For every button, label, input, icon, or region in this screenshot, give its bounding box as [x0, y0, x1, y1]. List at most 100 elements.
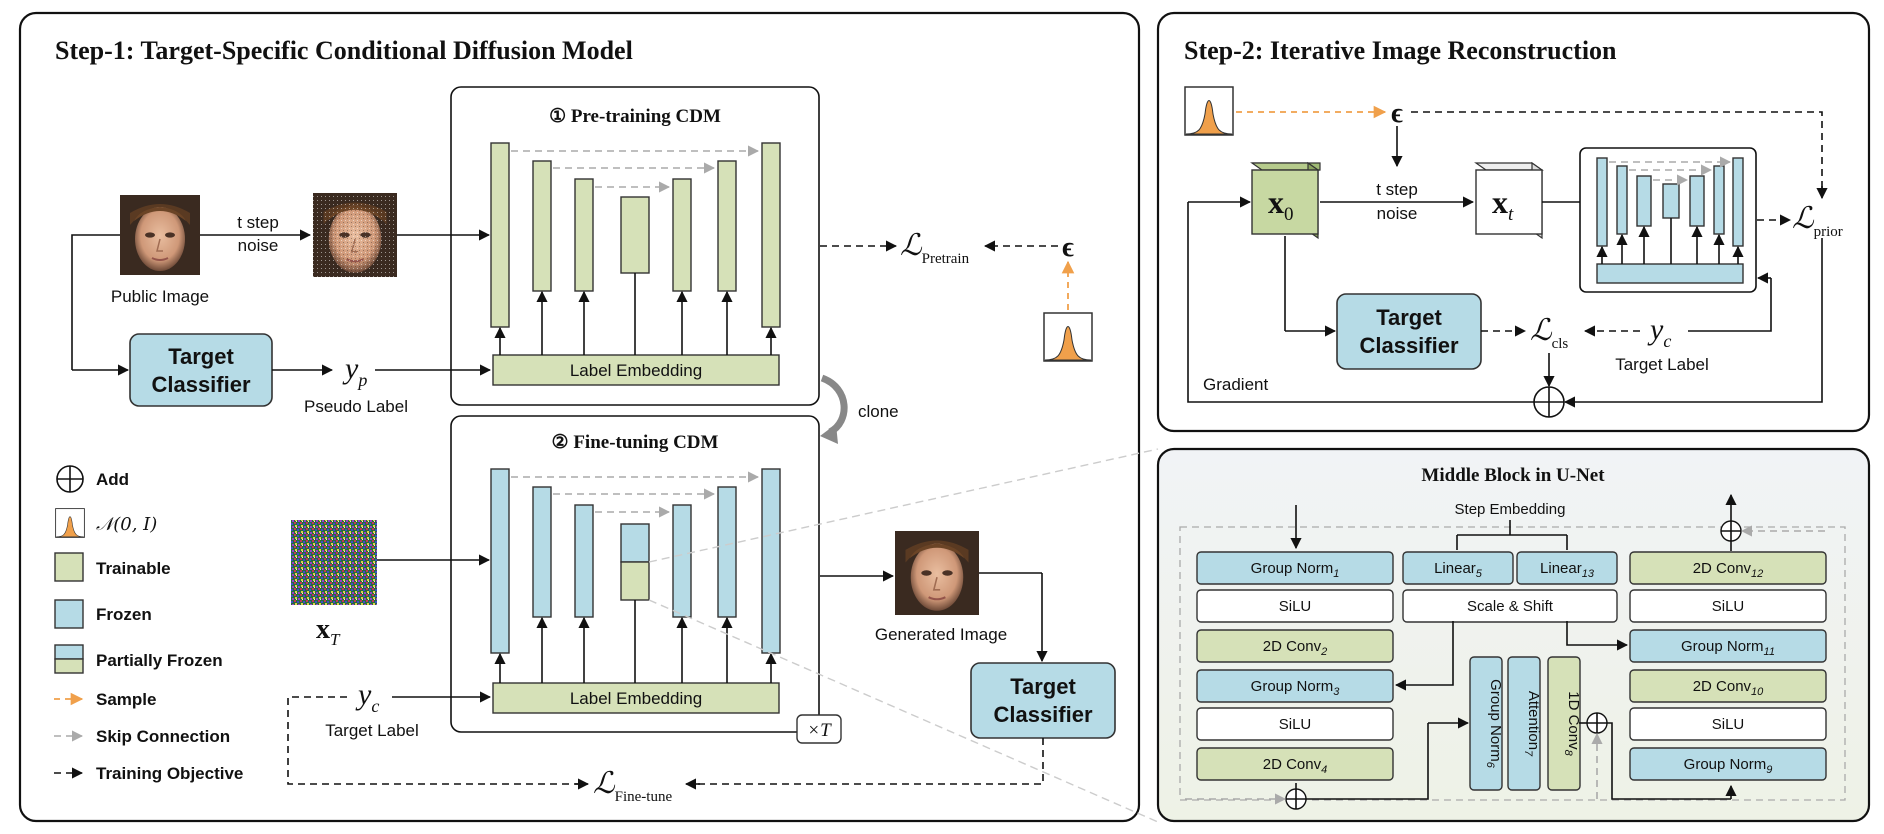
t-step-label: t step: [237, 213, 279, 232]
unet-block: [490, 142, 510, 328]
legend-partial-swatch-top: [54, 644, 84, 660]
unet-block-partial-bottom: [620, 561, 650, 601]
step2-classifier-line2: Classifier: [1359, 333, 1458, 358]
legend-frozen-swatch: [54, 599, 84, 629]
left-5-label: 2D Conv4: [1263, 756, 1327, 776]
linear-a-box: [1402, 551, 1514, 585]
legend: Add 𝒩(0, I) Trainable Frozen Partially F…: [54, 465, 243, 783]
right-2-box: [1629, 629, 1827, 663]
public-image-label: Public Image: [111, 287, 209, 306]
left-2-label: 2D Conv2: [1263, 638, 1327, 658]
middle-block-title: Middle Block in U-Net: [1421, 465, 1605, 486]
right-5-box: [1629, 747, 1827, 781]
step2-title: Step-2: Iterative Image Reconstruction: [1184, 36, 1617, 65]
clone-label: clone: [858, 402, 899, 421]
step2-gaussian: [1184, 86, 1234, 136]
legend-objective: Training Objective: [96, 764, 243, 783]
left-4-box: [1196, 707, 1394, 741]
right-0-label: 2D Conv12: [1693, 560, 1764, 580]
zoom-guide: [648, 448, 1159, 563]
unet-block: [574, 504, 594, 618]
label-embedding-label: Label Embedding: [570, 361, 702, 380]
xT-noise-image: [291, 520, 377, 605]
mini-unet: [1596, 156, 1744, 284]
unet-block: [532, 486, 552, 618]
legend-partial-swatch-bottom: [54, 658, 84, 674]
legend-trainable-swatch: [54, 552, 84, 582]
vertical-0-label: Group Norm6: [1484, 679, 1504, 769]
finetune-unet: Label Embedding: [490, 468, 781, 714]
target-classifier2-line2: Classifier: [993, 702, 1092, 727]
right-5-label: Group Norm9: [1684, 756, 1773, 776]
times-T-label: ×T: [807, 720, 832, 741]
unet-block: [620, 196, 650, 274]
xT-symbol: xT: [316, 614, 341, 649]
step2-target-label: Target Label: [1615, 355, 1709, 374]
legend-normal: 𝒩(0, I): [96, 514, 157, 535]
scale-shift-box: [1402, 589, 1618, 623]
unet-block: [717, 486, 737, 618]
target-classifier2-line1: Target: [1010, 674, 1076, 699]
times-T-box: [796, 714, 842, 744]
right-3-label: 2D Conv10: [1693, 678, 1764, 698]
xt-cube: xt: [1474, 161, 1544, 240]
unet-block: [717, 160, 737, 292]
finetune-title: ② Fine-tuning CDM: [552, 432, 719, 453]
step2-epsilon: ϵ: [1391, 98, 1403, 129]
generated-image: [895, 531, 979, 615]
right-4-box: [1629, 707, 1827, 741]
pretrain-unet: Label Embedding: [490, 142, 781, 386]
linear-a-label: Linear5: [1434, 560, 1483, 580]
linear-b-label: Linear13: [1540, 560, 1595, 580]
legend-frozen: Frozen: [96, 605, 152, 624]
step2-yc: yc: [1647, 313, 1671, 351]
unet-block: [574, 178, 594, 292]
legend-sample: Sample: [96, 690, 156, 709]
label-embedding-label: Label Embedding: [570, 689, 702, 708]
target-label-text: Target Label: [325, 721, 419, 740]
right-2-label: Group Norm11: [1681, 638, 1775, 658]
step2-t-step: t step: [1376, 180, 1418, 199]
step2-classifier-line1: Target: [1376, 305, 1442, 330]
left-0-label: Group Norm1: [1251, 560, 1340, 580]
gaussian-sample: [1043, 312, 1093, 362]
left-2-box: [1196, 629, 1394, 663]
step2-noise: noise: [1377, 204, 1418, 223]
gradient-label: Gradient: [1203, 375, 1268, 394]
pseudo-label-text: Pseudo Label: [304, 397, 408, 416]
right-4-label: SiLU: [1712, 716, 1745, 733]
right-1-box: [1629, 589, 1827, 623]
unet-block: [672, 178, 692, 292]
label-embedding-box: [492, 354, 780, 386]
finetune-loss: ℒFine-tune: [593, 766, 672, 805]
vertical-1-label: Attention7: [1522, 691, 1542, 757]
vertical-2-label: 1D Conv8: [1562, 691, 1582, 756]
unet-block: [532, 160, 552, 292]
left-0-box: [1196, 551, 1394, 585]
pseudo-label-symbol: yp: [342, 352, 367, 390]
left-3-label: Group Norm3: [1251, 678, 1341, 698]
unet-block: [761, 468, 781, 654]
xt-symbol: xt: [1492, 184, 1514, 225]
legend-add: Add: [96, 470, 129, 489]
target-classifier-line2: Classifier: [151, 372, 250, 397]
right-3-box: [1629, 669, 1827, 703]
unet-block: [761, 142, 781, 328]
x0-symbol: x0: [1268, 184, 1294, 225]
epsilon-symbol: ϵ: [1062, 232, 1074, 263]
left-1-box: [1196, 589, 1394, 623]
unet-block: [490, 468, 510, 654]
left-5-box: [1196, 747, 1394, 781]
legend-skip: Skip Connection: [96, 727, 230, 746]
left-1-label: SiLU: [1279, 598, 1312, 615]
left-3-box: [1196, 669, 1394, 703]
scale-shift-label: Scale & Shift: [1467, 598, 1554, 615]
vertical-0-box: [1469, 656, 1503, 791]
legend-partially-frozen: Partially Frozen: [96, 651, 223, 670]
zoom-guide: [648, 599, 1159, 823]
linear-b-box: [1516, 551, 1618, 585]
target-label-symbol: yc: [355, 678, 379, 716]
generated-image-label: Generated Image: [875, 625, 1007, 644]
